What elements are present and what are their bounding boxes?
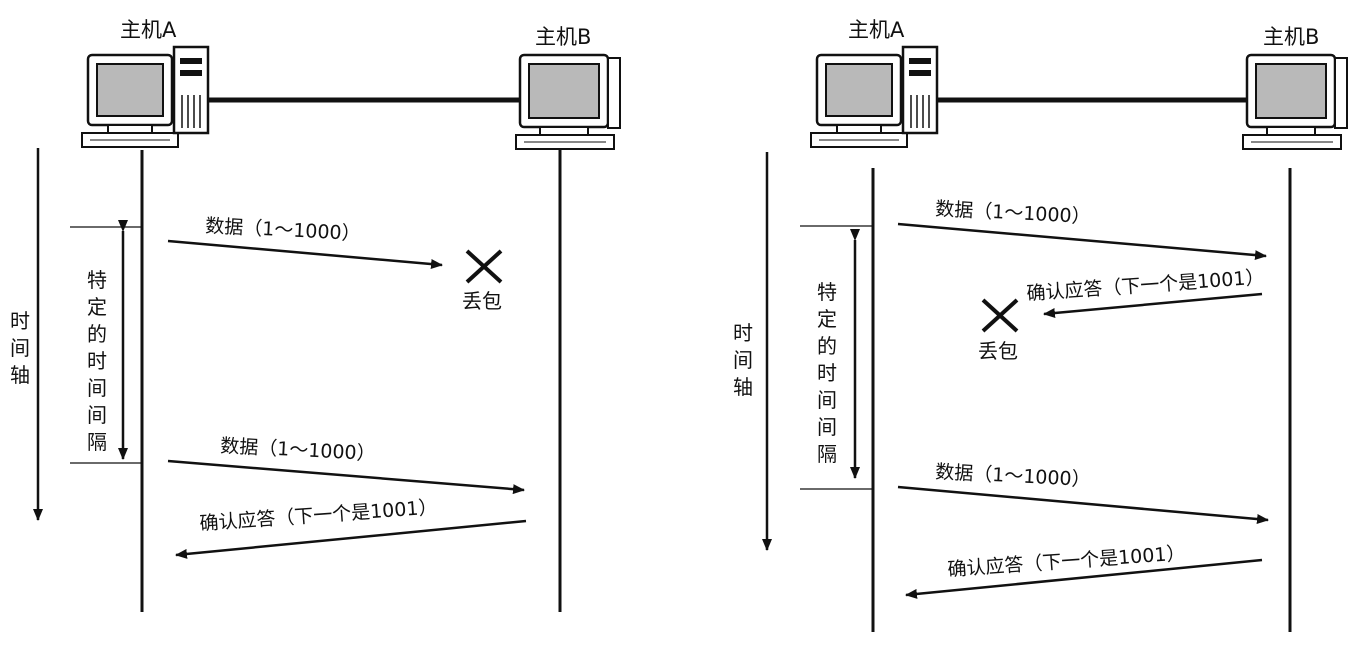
left-time-axis-label: 时间轴	[10, 309, 30, 387]
right-data-label-2: 数据（1～1000）	[935, 461, 1091, 491]
left-data-label-2: 数据（1～1000）	[220, 435, 376, 465]
right-packet-loss-cross-icon	[981, 298, 1019, 333]
right-ack-arrow-1	[1043, 292, 1263, 318]
left-data-arrow-2	[167, 459, 525, 495]
left-panel: 主机A 主机B 时间轴 特定的时间间隔 数据（1～1000） 丢包 数据（1～1…	[10, 18, 621, 612]
left-ack-label: 确认应答（下一个是1001）	[199, 496, 438, 535]
left-packet-loss-label: 丢包	[462, 289, 502, 313]
left-data-arrow-1	[167, 239, 443, 270]
right-data-arrow-1	[897, 222, 1267, 261]
right-data-label-1: 数据（1～1000）	[935, 198, 1091, 228]
right-ack-label-1: 确认应答（下一个是1001）	[1026, 266, 1265, 305]
left-data-label-1: 数据（1～1000）	[205, 215, 361, 245]
right-ack-arrow-2	[905, 558, 1263, 599]
right-ack-label-2: 确认应答（下一个是1001）	[947, 542, 1186, 581]
right-host-a-computer-icon	[810, 45, 939, 148]
right-host-b-label: 主机B	[1263, 25, 1319, 49]
right-panel: 主机A 主机B 时间轴 特定的时间间隔 数据（1～1000） 确认应答（下一个是…	[733, 18, 1348, 632]
left-host-b-computer-icon	[515, 53, 621, 150]
right-host-a-label: 主机A	[848, 18, 905, 42]
left-packet-loss-cross-icon	[465, 249, 503, 284]
right-packet-loss-label: 丢包	[978, 339, 1018, 363]
right-host-b-computer-icon	[1242, 53, 1348, 150]
left-host-b-label: 主机B	[535, 25, 591, 49]
left-host-a-label: 主机A	[120, 18, 177, 42]
left-ack-arrow	[175, 519, 527, 559]
right-interval-label: 特定的时间间隔	[817, 280, 837, 466]
right-data-arrow-2	[897, 485, 1269, 525]
left-host-a-computer-icon	[81, 45, 210, 148]
right-time-axis-label: 时间轴	[733, 321, 753, 399]
left-interval-label: 特定的时间间隔	[87, 268, 107, 454]
